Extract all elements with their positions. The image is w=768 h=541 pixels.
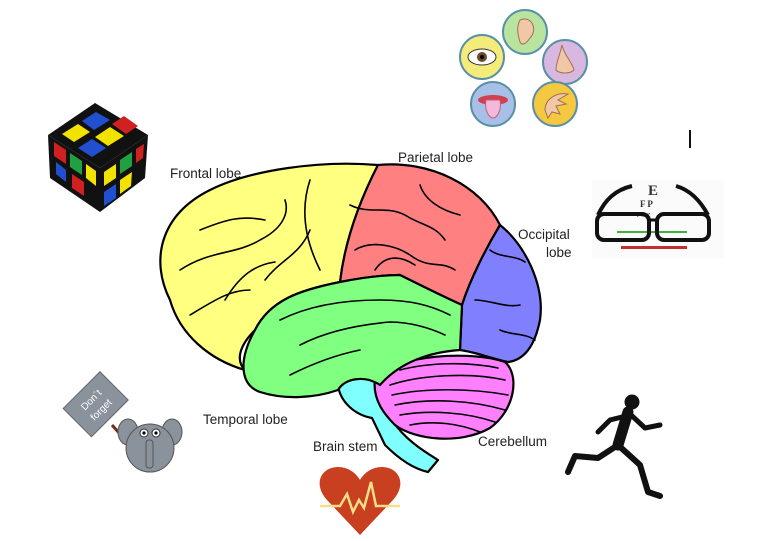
glasses-eye-chart-icon: E F P T O Z: [592, 180, 724, 258]
ear-icon: [502, 9, 548, 55]
elephant-dont-forget-icon: Don`t forget: [62, 371, 183, 473]
label-temporal-lobe: Temporal lobe: [203, 412, 288, 427]
eye-chart-row1: E: [648, 183, 658, 199]
temporal-lobe-region: [242, 273, 464, 399]
cerebellum-folds: [389, 362, 509, 433]
text-cursor: [689, 130, 691, 148]
label-cerebellum: Cerebellum: [478, 434, 547, 449]
eye-chart-row2: F P: [640, 199, 653, 209]
heartbeat-heart-icon: [319, 467, 401, 535]
rubiks-cube-icon: [48, 103, 148, 212]
hand-icon: [532, 81, 578, 127]
cortex-folds: [179, 179, 536, 376]
senses-icons: [459, 9, 588, 127]
label-occipital-lobe-line1: Occipital: [518, 227, 570, 242]
label-occipital-lobe-line2: lobe: [546, 245, 572, 260]
label-frontal-lobe: Frontal lobe: [170, 166, 241, 181]
label-brain-stem: Brain stem: [313, 439, 378, 454]
label-parietal-lobe: Parietal lobe: [398, 150, 473, 165]
nose-icon: [542, 39, 588, 85]
tongue-icon: [470, 81, 516, 127]
running-man-icon: [565, 394, 663, 499]
eye-icon: [459, 34, 505, 80]
